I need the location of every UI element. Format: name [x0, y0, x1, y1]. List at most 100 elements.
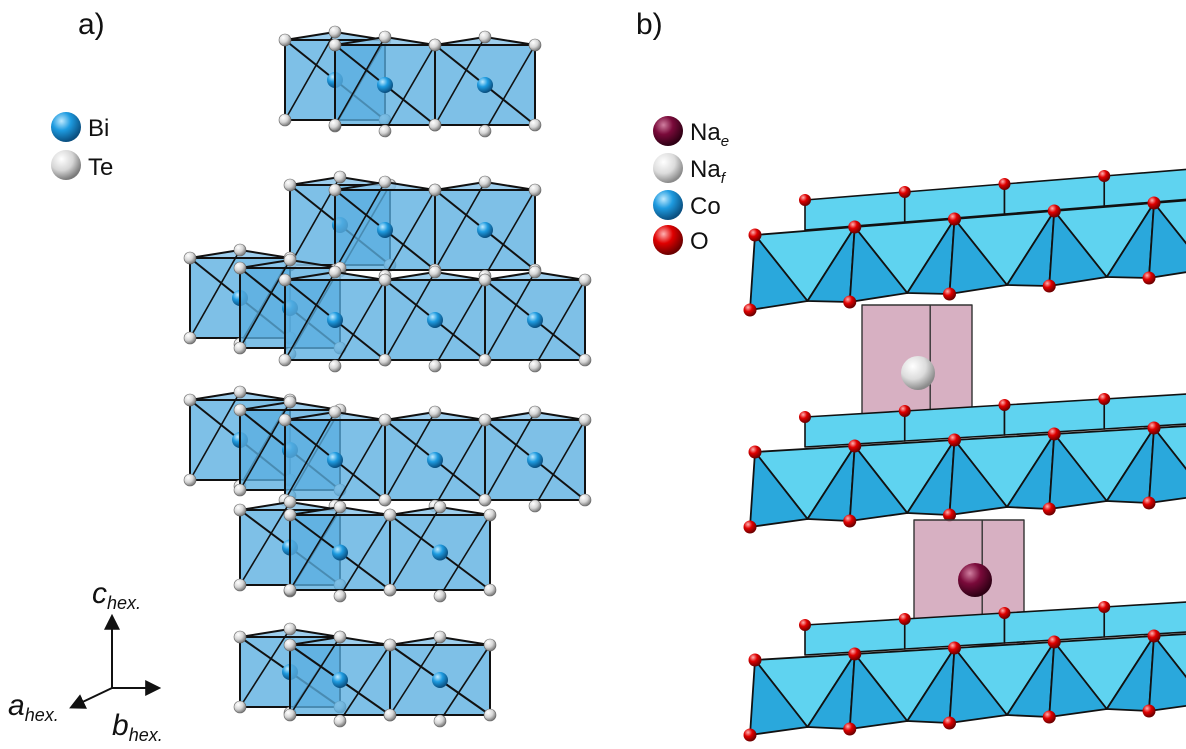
na-f-prism [861, 304, 973, 436]
te-atom [328, 359, 342, 373]
o-atom [898, 186, 911, 198]
octahedron-edge [534, 419, 586, 507]
bi-atom [432, 672, 448, 688]
te-atom [328, 183, 342, 197]
o-atom [1147, 421, 1161, 435]
a-axis-arrow [69, 687, 113, 709]
octahedron-edge [189, 391, 241, 481]
te-atom [428, 265, 442, 279]
bi-atom [527, 312, 543, 328]
octahedron-edge [339, 514, 391, 597]
te-atom [333, 630, 347, 644]
te-atom [333, 589, 347, 603]
na-e-legend-icon [653, 116, 683, 146]
octahedron-edge [284, 271, 336, 361]
te-atom [428, 118, 442, 132]
na-e-atom [958, 563, 992, 597]
te-atom [233, 503, 247, 517]
legend-co-label: Co [690, 193, 721, 220]
te-atom [233, 261, 247, 275]
te-atom [528, 499, 542, 513]
octahedron-edge [389, 636, 441, 716]
te-atom [328, 118, 342, 132]
te-atom [183, 473, 197, 487]
co-octahedron-face [948, 439, 1008, 516]
legend-na-f-text: Naf [690, 156, 727, 187]
te-atom [433, 714, 447, 728]
te-atom [233, 578, 247, 592]
te-atom [528, 118, 542, 132]
co-octahedron-face [1048, 641, 1108, 718]
te-legend-icon [51, 150, 81, 180]
te-atom [428, 359, 442, 373]
te-atom [428, 38, 442, 52]
te-atom [528, 405, 542, 419]
te-atom [433, 500, 447, 514]
octahedron-edge [484, 271, 536, 361]
o-atom [843, 722, 857, 736]
a-axis-main: a [8, 689, 25, 722]
bi-te-octahedron [283, 500, 397, 603]
bi-atom [332, 672, 348, 688]
octahedron-edge [289, 506, 341, 591]
b-axis-main: b [112, 709, 129, 742]
o-atom [1042, 279, 1056, 293]
te-atom [528, 183, 542, 197]
te-atom [283, 178, 297, 192]
te-atom [278, 273, 292, 287]
te-atom [233, 341, 247, 355]
legend-na-e-label: Na [690, 119, 721, 146]
o-atom [748, 445, 762, 459]
c-axis-main: c [92, 577, 107, 610]
octahedron-edge [289, 636, 341, 716]
o-atom [1047, 635, 1061, 649]
bi-te-octahedron [278, 405, 392, 513]
te-atom [278, 33, 292, 47]
te-atom [233, 700, 247, 714]
o-atom [848, 647, 862, 661]
te-atom [283, 495, 297, 509]
te-atom [483, 638, 497, 652]
o-atom [898, 613, 911, 625]
te-atom [528, 38, 542, 52]
o-atom [748, 228, 762, 242]
te-atom [383, 638, 397, 652]
te-atom [433, 630, 447, 644]
o-atom [948, 433, 961, 447]
o-atom [1047, 427, 1061, 441]
bi2te3-structure [183, 25, 592, 728]
c-axis-sub: hex. [107, 593, 141, 613]
legend-na-f-sub: f [721, 170, 727, 187]
o-atom [1098, 393, 1111, 405]
o-atom [748, 653, 762, 667]
o-atom [998, 178, 1011, 190]
octahedron-edge [239, 628, 291, 708]
o-atom [1042, 502, 1056, 516]
o-atom [848, 439, 862, 453]
octahedron-edge [384, 189, 436, 277]
bi-atom [427, 312, 443, 328]
bi-te-octahedron [283, 630, 397, 728]
panel-b-legend: Nae Naf Co O [653, 116, 729, 255]
te-atom [478, 175, 492, 189]
te-atom [433, 589, 447, 603]
bi-te-octahedron [383, 500, 497, 603]
te-atom [378, 353, 392, 367]
te-atom [378, 273, 392, 287]
te-atom [428, 405, 442, 419]
te-atom [233, 243, 247, 257]
te-atom [528, 359, 542, 373]
o-atom [1142, 704, 1156, 718]
octahedron-edge [484, 44, 536, 132]
co-legend-icon [653, 190, 683, 220]
bi-te-octahedron [383, 630, 497, 728]
co-octahedron-face [948, 647, 1008, 724]
te-atom [478, 124, 492, 138]
o-atom [743, 303, 757, 317]
o-atom [948, 212, 961, 226]
octahedron-edge [239, 501, 291, 586]
te-atom [233, 403, 247, 417]
octahedron-edge [534, 279, 586, 367]
octahedron-edge [484, 411, 536, 501]
o-atom [948, 641, 961, 655]
